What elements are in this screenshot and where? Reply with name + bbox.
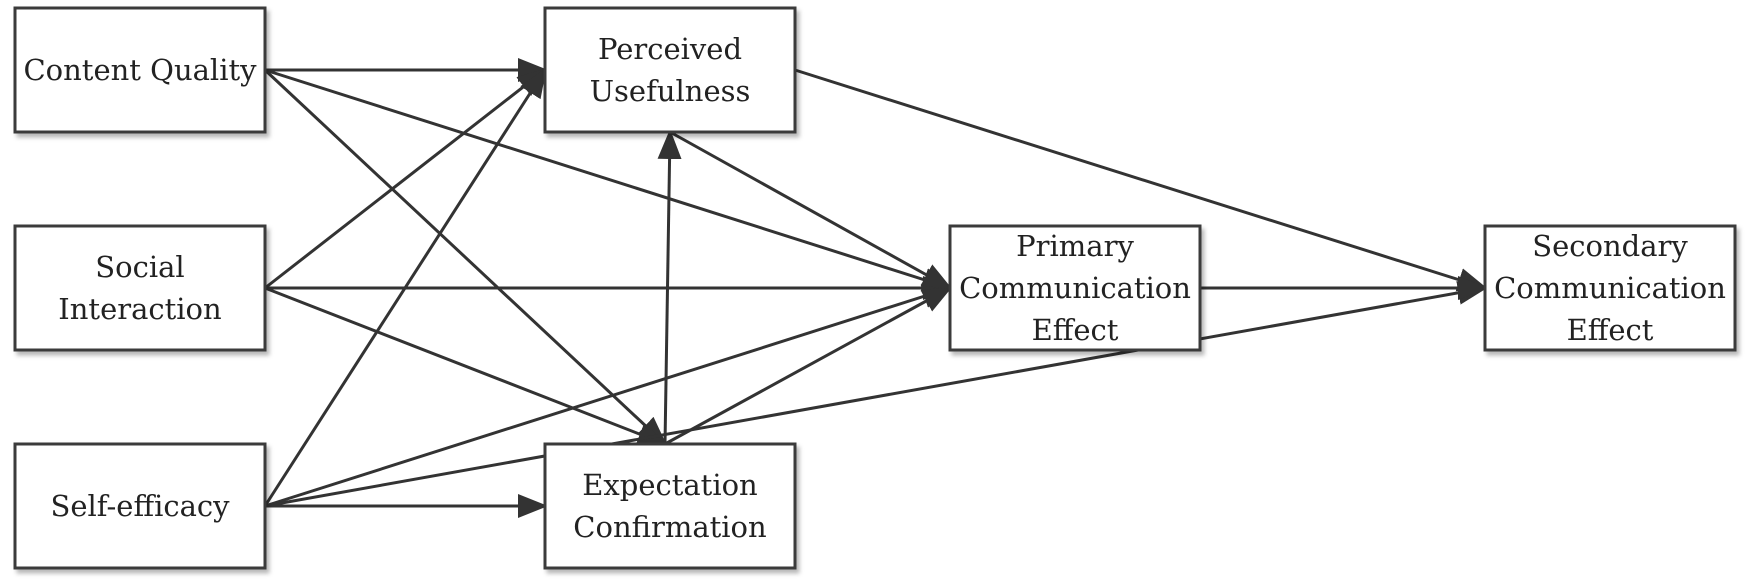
edge-content-quality-to-expectation-confirmation (263, 68, 668, 447)
node-label-content-quality: Content Quality (23, 53, 257, 87)
nodes-layer: Content QualitySocialInteractionSelf-eff… (13, 6, 1737, 570)
node-label-expectation-confirmation: Confirmation (573, 510, 766, 544)
node-content-quality: Content Quality (13, 6, 267, 134)
node-box-primary-communication-effect (948, 224, 1202, 352)
edge-expectation-confirmation-to-primary-communication-effect (664, 286, 953, 446)
edges-layer (263, 58, 1488, 518)
node-label-primary-communication-effect: Primary (1016, 229, 1134, 263)
node-box-expectation-confirmation (543, 442, 797, 570)
node-label-primary-communication-effect: Effect (1032, 313, 1119, 347)
edge-social-interaction-to-expectation-confirmation (264, 286, 668, 446)
node-box-self-efficacy (13, 442, 267, 570)
edge-self-efficacy-to-perceived-usefulness (263, 67, 547, 507)
edge-social-interaction-to-perceived-usefulness (264, 68, 548, 290)
node-box-social-interaction (13, 224, 267, 352)
node-label-secondary-communication-effect: Effect (1567, 313, 1654, 347)
edge-perceived-usefulness-to-primary-communication-effect (669, 130, 953, 290)
node-label-secondary-communication-effect: Communication (1494, 271, 1726, 305)
node-box-perceived-usefulness (543, 6, 797, 134)
edge-self-efficacy-to-secondary-communication-effect (264, 280, 1488, 508)
edge-self-efficacy-to-primary-communication-effect (264, 284, 953, 508)
node-self-efficacy: Self-efficacy (13, 442, 267, 570)
node-label-expectation-confirmation: Expectation (582, 468, 758, 502)
node-label-social-interaction: Social (95, 250, 184, 284)
node-label-perceived-usefulness: Usefulness (590, 74, 751, 108)
edge-content-quality-to-primary-communication-effect (264, 68, 953, 292)
edge-perceived-usefulness-to-secondary-communication-effect (794, 68, 1488, 292)
edge-expectation-confirmation-to-perceived-usefulness (657, 129, 682, 445)
node-label-primary-communication-effect: Communication (959, 271, 1191, 305)
node-label-self-efficacy: Self-efficacy (51, 489, 231, 523)
node-label-perceived-usefulness: Perceived (598, 32, 742, 66)
node-label-secondary-communication-effect: Secondary (1532, 229, 1688, 263)
node-box-secondary-communication-effect (1483, 224, 1737, 352)
node-box-content-quality (13, 6, 267, 134)
node-label-social-interaction: Interaction (58, 292, 221, 326)
